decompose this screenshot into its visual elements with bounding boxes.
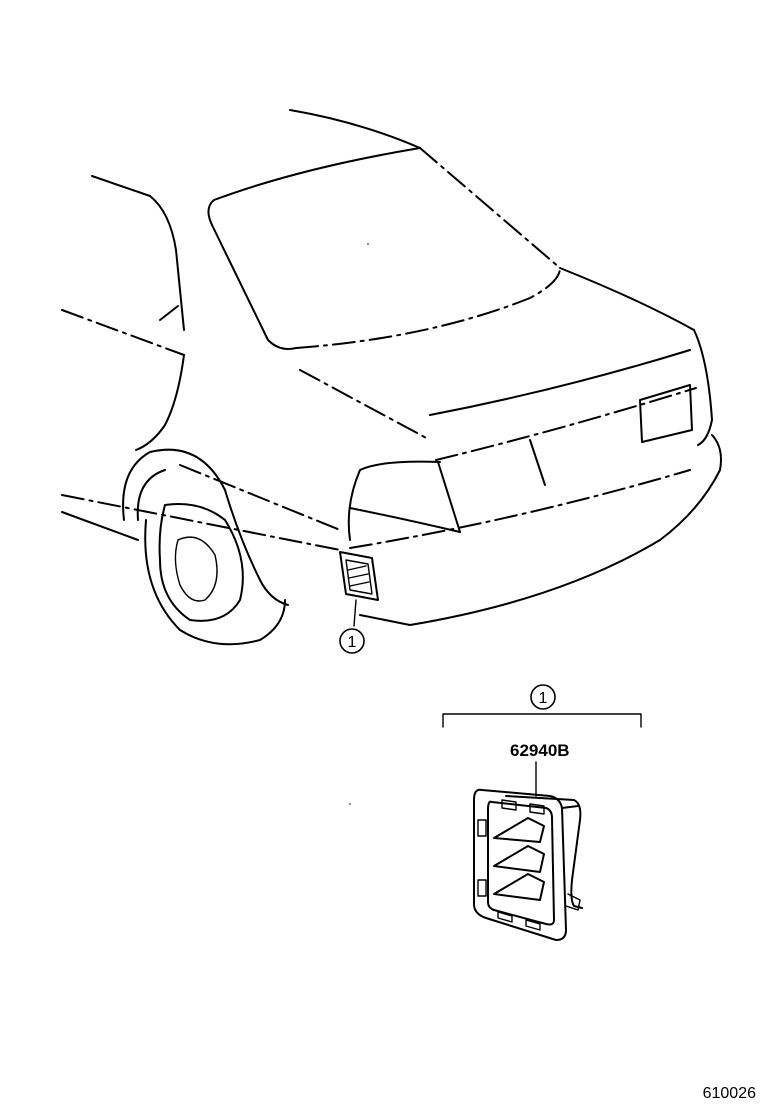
quarter-vent-grille-icon [473,788,583,941]
speck-mark [349,803,351,805]
speck-mark [367,243,369,245]
callout-1-detail-label: 1 [539,690,548,707]
car-rear-view-illustration [61,109,722,646]
callout-1-car-label: 1 [348,634,357,651]
callout-1-detail: 1 [530,684,556,710]
detail-bracket [442,713,642,728]
figure-code: 610026 [703,1085,756,1102]
callout-1-car: 1 [339,628,365,654]
grille-on-car-icon [339,551,379,601]
part-number-label: 62940B [510,741,570,760]
